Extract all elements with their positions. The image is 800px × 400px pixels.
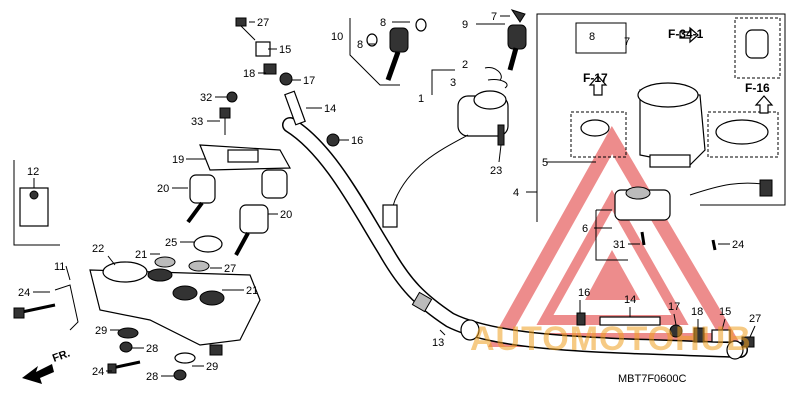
watermark-text: AUTOMOTOHUB xyxy=(470,320,752,358)
callout-3: 3 xyxy=(450,77,456,89)
callout-20a: 20 xyxy=(157,183,169,195)
callout-26b: 27 xyxy=(749,313,761,325)
callout-19: 19 xyxy=(172,154,184,166)
callout-13: 13 xyxy=(432,337,444,349)
callout-14b: 14 xyxy=(624,294,636,306)
callout-30a: 29 xyxy=(95,325,107,337)
callout-29: 27 xyxy=(224,263,236,275)
callout-7b: 7 xyxy=(624,36,630,48)
callout-12: 12 xyxy=(27,166,39,178)
key-set xyxy=(349,9,527,86)
callout-18: 18 xyxy=(243,68,255,80)
leader-lines xyxy=(33,15,756,377)
callout-26: 27 xyxy=(257,17,269,29)
ref-f34: F-34-1 xyxy=(668,27,704,41)
callout-27: 25 xyxy=(165,237,177,249)
callout-2: 2 xyxy=(462,59,468,71)
ignition-switch xyxy=(382,66,509,228)
detail-box-12 xyxy=(13,160,60,246)
callout-24: 24 xyxy=(732,239,744,251)
callout-20b: 20 xyxy=(280,209,292,221)
callout-1: 1 xyxy=(418,93,424,105)
handlebar-holder xyxy=(186,91,292,256)
ref-f16: F-16 xyxy=(745,81,770,95)
callout-28a: 28 xyxy=(146,343,158,355)
callout-17: 17 xyxy=(303,75,315,87)
callout-25a: 24 xyxy=(18,287,30,299)
callout-6: 6 xyxy=(582,223,588,235)
callout-labels: 27 15 18 17 14 16 32 33 19 20 20 12 22 2… xyxy=(18,11,770,383)
callout-28b: 28 xyxy=(146,371,158,383)
callout-10: 10 xyxy=(331,31,343,43)
front-arrow-icon xyxy=(22,364,54,384)
callout-17b: 17 xyxy=(668,301,680,313)
handlebar-pipe xyxy=(282,117,748,360)
callout-21a: 21 xyxy=(135,249,147,261)
callout-18b: 18 xyxy=(691,306,703,318)
callout-15b: 15 xyxy=(719,306,731,318)
ref-f17: F-17 xyxy=(583,71,608,85)
callout-15: 15 xyxy=(279,44,291,56)
callout-11: 11 xyxy=(54,261,65,273)
callout-33: 33 xyxy=(191,116,203,128)
callout-32: 32 xyxy=(200,92,212,104)
callout-21b: 21 xyxy=(246,285,258,297)
ignition-assembly-box xyxy=(536,13,786,261)
callout-8c: 8 xyxy=(589,31,595,43)
callout-8b: 8 xyxy=(357,39,363,51)
callout-23: 23 xyxy=(490,165,502,177)
callout-4: 4 xyxy=(513,187,519,199)
callout-30b: 29 xyxy=(206,361,218,373)
callout-16b: 16 xyxy=(578,287,590,299)
callout-16: 16 xyxy=(351,135,363,147)
callout-5: 5 xyxy=(542,157,548,169)
callout-14: 14 xyxy=(324,103,336,115)
callout-7: 7 xyxy=(491,11,497,23)
front-label: FR. xyxy=(51,347,72,364)
callout-8a: 8 xyxy=(380,17,386,29)
callout-22: 22 xyxy=(92,243,104,255)
callout-9: 9 xyxy=(462,19,468,31)
callout-31: 31 xyxy=(613,239,625,251)
bolt-stack-top xyxy=(235,17,340,147)
diagram-code: MBT7F0600C xyxy=(618,373,687,385)
callout-25b: 24 xyxy=(92,366,104,378)
bottom-bridge xyxy=(13,235,261,381)
